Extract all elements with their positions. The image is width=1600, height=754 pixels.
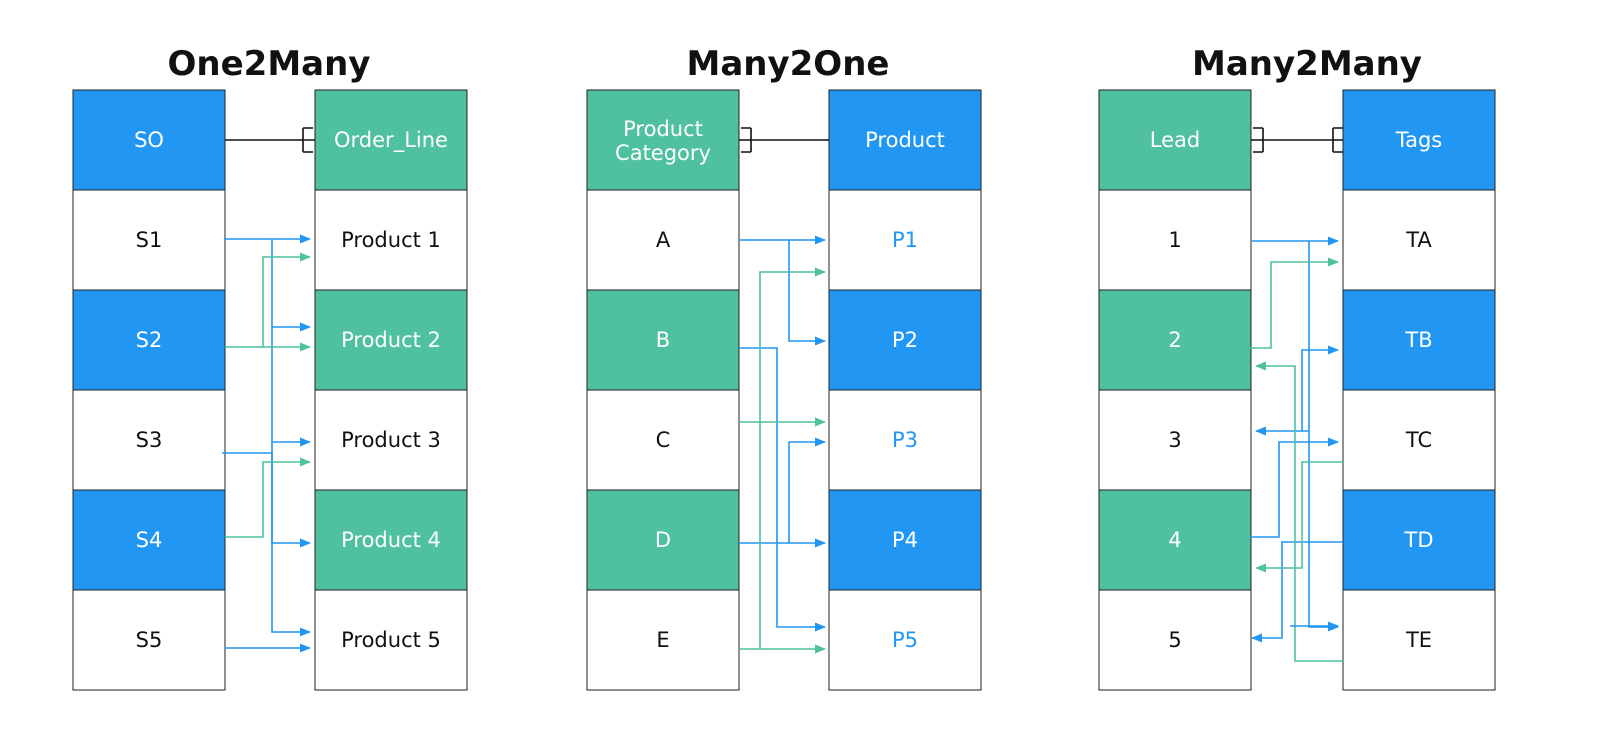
table-cell <box>1342 589 1496 691</box>
cell-label: P5 <box>892 628 918 652</box>
arrow-b-p5 <box>739 347 827 632</box>
arrow-s3-product5 <box>222 452 312 637</box>
cell-label: S2 <box>136 328 163 352</box>
cell-label: P3 <box>892 428 918 452</box>
right-header-label: Order_Line <box>334 128 448 153</box>
cell-label: 1 <box>1168 228 1181 252</box>
arrow-a-p2 <box>788 240 827 346</box>
cell-label: TC <box>1405 428 1432 452</box>
table-cell <box>586 589 740 691</box>
arrow-te-2 <box>1254 361 1343 662</box>
table-cell <box>828 489 982 591</box>
arrow-s4-product3 <box>225 457 312 538</box>
cell-label: Product 2 <box>341 328 441 352</box>
table-cell <box>314 189 468 291</box>
cell-label: S4 <box>136 528 163 552</box>
cell-label: Product 4 <box>341 528 441 552</box>
table-cell <box>1098 489 1252 591</box>
right-header-cell <box>1342 89 1496 191</box>
many-end-marker <box>1253 127 1264 153</box>
cell-label: Product 5 <box>341 628 441 652</box>
table-cell <box>828 189 982 291</box>
arrow-s1-product3 <box>271 327 312 447</box>
arrow-td-5 <box>1250 541 1343 643</box>
left-header-label: SO <box>134 128 164 152</box>
table-cell <box>314 289 468 391</box>
table-cell <box>828 389 982 491</box>
left-header-cell <box>586 89 740 191</box>
cell-label: TD <box>1404 528 1434 552</box>
table-cell <box>1098 189 1252 291</box>
many-end-marker <box>302 127 313 153</box>
many-end-marker <box>741 127 752 153</box>
cell-label: S5 <box>136 628 163 652</box>
arrow-d-p3 <box>788 437 827 543</box>
cell-label: Product 3 <box>341 428 441 452</box>
cell-label: 5 <box>1168 628 1181 652</box>
table-cell <box>586 489 740 591</box>
table-cell <box>314 589 468 691</box>
cell-label: P2 <box>892 328 918 352</box>
right-header-label: Tags <box>1395 128 1443 152</box>
cell-label: A <box>656 228 671 252</box>
table-cell <box>1342 189 1496 291</box>
table-cell <box>586 289 740 391</box>
cell-label: B <box>656 328 670 352</box>
left-header-label: Lead <box>1150 128 1200 152</box>
arrow-3-tb <box>1301 345 1340 431</box>
table-cell <box>1098 289 1252 391</box>
cell-label: TE <box>1405 628 1432 652</box>
table-cell <box>586 189 740 291</box>
arrow-s2-product1 <box>262 252 312 347</box>
table-cell <box>72 389 226 491</box>
table-cell <box>1342 289 1496 391</box>
table-cell <box>1098 589 1252 691</box>
arrow-s3-product4 <box>271 442 312 548</box>
table-cell <box>72 589 226 691</box>
cell-label: Product 1 <box>341 228 441 252</box>
arrow-e-p1 <box>759 267 827 649</box>
cell-label: 3 <box>1168 428 1181 452</box>
many2many-title: Many2Many <box>1192 44 1422 84</box>
cell-label: P1 <box>892 228 918 252</box>
many-end-marker <box>1332 127 1343 153</box>
cell-label: TA <box>1405 228 1432 252</box>
left-header-cell <box>72 89 226 191</box>
arrow-2-ta <box>1250 257 1340 349</box>
table-cell <box>314 489 468 591</box>
right-header-cell <box>314 89 468 191</box>
cell-label: S1 <box>136 228 163 252</box>
cell-label: E <box>656 628 669 652</box>
arrow-4-tc <box>1250 437 1340 538</box>
table-cell <box>1342 489 1496 591</box>
arrow-tc-4 <box>1254 461 1343 573</box>
connectors-layer <box>222 127 1343 662</box>
table-cell <box>1098 389 1252 491</box>
cell-label: D <box>655 528 671 552</box>
cell-label: 2 <box>1168 328 1181 352</box>
right-header-cell <box>828 89 982 191</box>
right-header-label: Product <box>865 128 945 152</box>
cell-label: C <box>656 428 671 452</box>
table-cell <box>828 589 982 691</box>
cell-label: 4 <box>1168 528 1181 552</box>
one2many-title: One2Many <box>168 44 371 84</box>
table-cell <box>1342 389 1496 491</box>
table-cell <box>586 389 740 491</box>
arrow-1-te <box>1308 241 1340 632</box>
cell-label: S3 <box>136 428 163 452</box>
cell-label: TB <box>1404 328 1432 352</box>
table-cell <box>72 489 226 591</box>
many2one-title: Many2One <box>687 44 890 84</box>
arrow-s1-product2 <box>271 239 312 332</box>
table-cell <box>72 189 226 291</box>
left-header-cell <box>1098 89 1252 191</box>
cell-label: P4 <box>892 528 918 552</box>
